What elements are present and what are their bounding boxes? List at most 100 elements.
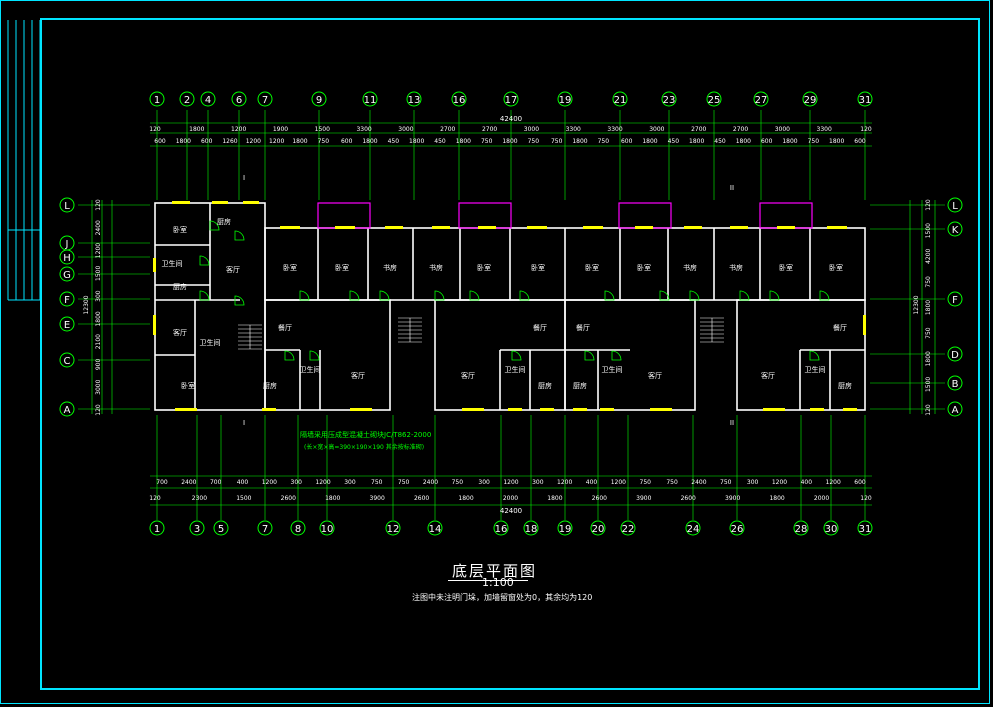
dim-text-top-1: 3000 [524, 126, 539, 133]
room-label: 卫生间 [162, 259, 183, 268]
dim-text-right: 4200 [925, 248, 932, 263]
dim-text-top-2: 1800 [572, 138, 587, 145]
axis-top-circle [406, 91, 422, 107]
room-label: 书房 [383, 263, 397, 272]
dim-text-top-1: 120 [149, 126, 161, 133]
dim-text-right: 750 [925, 327, 932, 339]
window [175, 408, 197, 411]
dim-text-left: 120 [95, 199, 102, 211]
axis-right-label: A [952, 405, 959, 416]
window [153, 258, 156, 272]
room-label: 卧室 [173, 225, 187, 234]
window [843, 408, 857, 411]
dim-text-top-2: 750 [528, 138, 540, 145]
axis-top-label: 2 [184, 95, 190, 106]
room-label: 卧室 [181, 381, 195, 390]
dim-text-bottom-2: 3900 [725, 495, 740, 502]
window [462, 408, 484, 411]
door-swing [199, 290, 210, 301]
axis-top-circle [661, 91, 677, 107]
dim-text-bottom-2: 2300 [192, 495, 207, 502]
axis-bottom-circle [857, 520, 873, 536]
dim-text-bottom-2: 2600 [592, 495, 607, 502]
axis-bottom-label: 16 [495, 524, 508, 535]
window [763, 408, 785, 411]
dim-text-bottom-1: 2400 [181, 479, 196, 486]
dim-total-right: 12300 [913, 295, 920, 314]
dim-text-bottom-1: 700 [156, 479, 168, 486]
axis-bottom-circle [557, 520, 573, 536]
axis-bottom-circle [290, 520, 306, 536]
room-label: 卧室 [779, 263, 793, 272]
room-label: 餐厅 [576, 323, 590, 332]
title-block [7, 20, 41, 301]
balcony [618, 202, 672, 229]
axis-top-circle [612, 91, 628, 107]
dim-text-top-1: 2700 [691, 126, 706, 133]
window [527, 226, 547, 229]
room-label: 卧室 [585, 263, 599, 272]
drawing-title: 底层平面图 [452, 562, 538, 580]
axis-top-circle [362, 91, 378, 107]
drawing-note: 注图中未注明门垛，加墙留窗处为0，其余均为120 [412, 593, 593, 602]
axis-top-label: 31 [859, 95, 872, 106]
window [335, 226, 355, 229]
door-swing [511, 350, 522, 361]
dim-text-top-1: 3000 [649, 126, 664, 133]
axis-right-label: F [952, 295, 958, 306]
room-label: 厨房 [538, 381, 552, 390]
axis-right-circle [947, 346, 963, 362]
dim-text-top-2: 1800 [502, 138, 517, 145]
room-label: 厨房 [173, 282, 187, 291]
dim-text-bottom-2: 2600 [414, 495, 429, 502]
doors [199, 220, 830, 361]
door-swing [309, 350, 320, 361]
dim-text-left: 1200 [95, 243, 102, 258]
dim-text-top-1: 3000 [398, 126, 413, 133]
dim-text-bottom-2: 1800 [547, 495, 562, 502]
axis-left-circle [59, 291, 75, 307]
dim-text-top-2: 1800 [642, 138, 657, 145]
window [650, 408, 672, 411]
window [730, 226, 748, 229]
axis-left-circle [59, 197, 75, 213]
dim-text-top-2: 750 [551, 138, 563, 145]
axis-top-label: 1 [154, 95, 160, 106]
door-swing [434, 290, 445, 301]
dim-text-top-1: 1500 [315, 126, 330, 133]
dim-text-top-2: 1800 [736, 138, 751, 145]
axis-right-circle [947, 401, 963, 417]
dim-text-bottom-1: 400 [801, 479, 813, 486]
window [262, 408, 276, 411]
room-label: 餐厅 [278, 323, 292, 332]
dim-text-right: 120 [925, 404, 932, 416]
dim-text-bottom-1: 1200 [557, 479, 572, 486]
dim-text-top-1: 1800 [189, 126, 204, 133]
dim-text-bottom-2: 2000 [503, 495, 518, 502]
room-label: 卫生间 [200, 338, 221, 347]
dim-text-bottom-1: 750 [666, 479, 678, 486]
dim-text-top-1: 1200 [231, 126, 246, 133]
window [172, 201, 190, 204]
room-label: 厨房 [838, 381, 852, 390]
dim-text-top-1: 3300 [817, 126, 832, 133]
dim-text-right: 1800 [925, 351, 932, 366]
dim-text-bottom-2: 3900 [370, 495, 385, 502]
dim-text-bottom-1: 400 [237, 479, 249, 486]
axis-bottom-label: 26 [731, 524, 744, 535]
window [212, 201, 228, 204]
axis-top-label: 16 [453, 95, 466, 106]
axis-bottom-label: 5 [218, 524, 224, 535]
door-swing [584, 350, 595, 361]
axis-top-label: 21 [614, 95, 627, 106]
window [243, 201, 259, 204]
axis-bottom-circle [823, 520, 839, 536]
room-label: 卧室 [335, 263, 349, 272]
axis-bottom-circle [319, 520, 335, 536]
window [280, 226, 300, 229]
dim-text-bottom-2: 120 [149, 495, 161, 502]
dim-text-left: 300 [95, 290, 102, 302]
room-label: 卧室 [829, 263, 843, 272]
dim-text-bottom-1: 300 [291, 479, 303, 486]
